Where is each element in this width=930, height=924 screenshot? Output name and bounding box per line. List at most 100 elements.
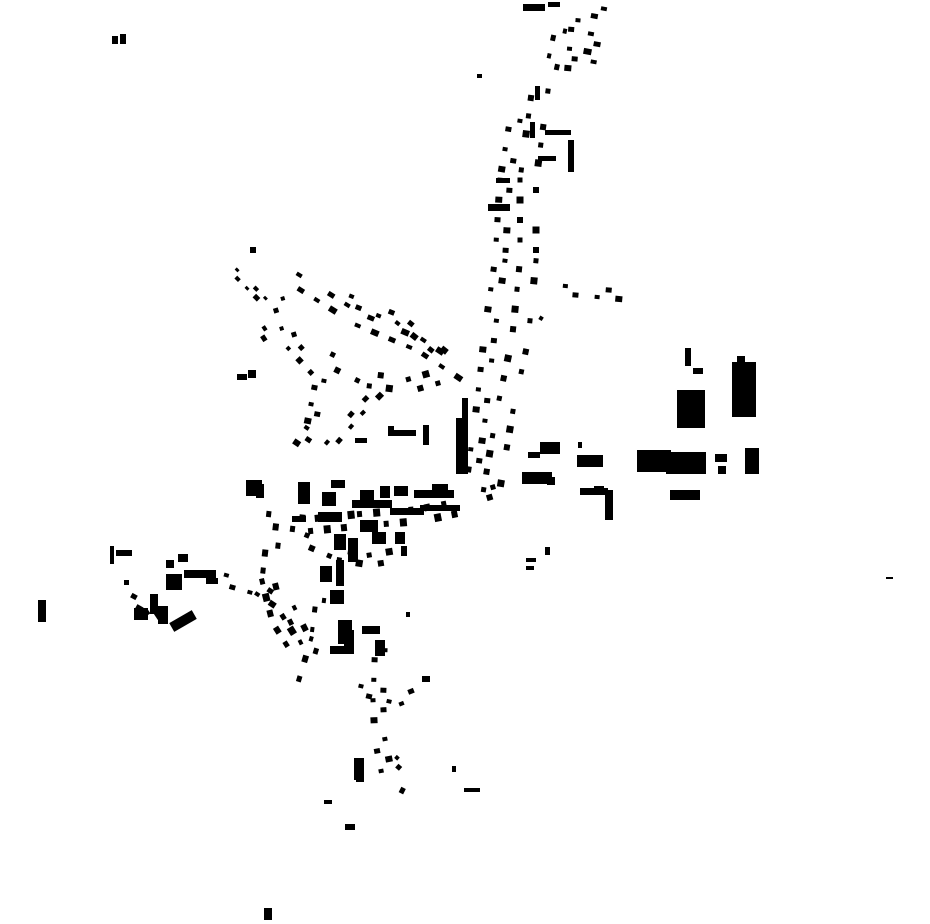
- building: [886, 577, 893, 579]
- building: [522, 348, 530, 356]
- building: [490, 266, 497, 273]
- building: [503, 354, 513, 363]
- building: [285, 345, 292, 352]
- building: [387, 308, 396, 316]
- building: [498, 277, 506, 285]
- building: [485, 493, 494, 502]
- building: [261, 592, 271, 603]
- building: [250, 247, 256, 253]
- building: [572, 292, 579, 298]
- building: [496, 178, 510, 183]
- building: [355, 438, 367, 443]
- building: [533, 187, 539, 193]
- building: [526, 566, 534, 570]
- building: [502, 146, 508, 152]
- building: [577, 455, 603, 467]
- building: [590, 12, 599, 20]
- building: [262, 295, 268, 301]
- building: [266, 609, 274, 618]
- building: [547, 477, 555, 485]
- building: [409, 331, 419, 341]
- building: [525, 113, 532, 119]
- building: [369, 328, 380, 337]
- building: [200, 570, 216, 578]
- building: [358, 683, 364, 689]
- building: [361, 394, 370, 403]
- building: [375, 640, 385, 656]
- building: [388, 430, 416, 436]
- building: [260, 334, 268, 343]
- building: [272, 582, 280, 591]
- building: [234, 267, 240, 273]
- building: [120, 34, 126, 44]
- building: [237, 374, 247, 380]
- building: [546, 53, 552, 59]
- building: [615, 295, 623, 303]
- building: [567, 26, 575, 33]
- building: [261, 325, 268, 332]
- building: [292, 438, 302, 448]
- building: [244, 285, 250, 291]
- building: [150, 594, 158, 614]
- building: [264, 908, 272, 920]
- building: [468, 446, 474, 452]
- building: [433, 512, 443, 523]
- building: [406, 319, 415, 328]
- building: [38, 600, 46, 622]
- building: [514, 286, 520, 292]
- building: [307, 544, 316, 553]
- building: [439, 345, 449, 355]
- building: [472, 406, 480, 413]
- building: [500, 374, 508, 382]
- building: [380, 707, 387, 713]
- building: [334, 534, 346, 550]
- building: [408, 506, 414, 513]
- building: [110, 546, 114, 564]
- building: [562, 28, 568, 34]
- building: [371, 657, 378, 663]
- building: [505, 425, 514, 434]
- building: [568, 140, 574, 172]
- building: [330, 646, 354, 654]
- building: [666, 452, 706, 474]
- building: [575, 18, 581, 23]
- building: [400, 328, 411, 337]
- building: [383, 520, 389, 528]
- building: [510, 408, 516, 415]
- building: [252, 293, 261, 302]
- building: [522, 130, 531, 138]
- building: [475, 457, 483, 464]
- building: [497, 165, 506, 173]
- building: [422, 676, 430, 682]
- building: [355, 559, 364, 568]
- building: [545, 88, 551, 94]
- building: [718, 466, 726, 474]
- building: [371, 677, 377, 682]
- building: [298, 482, 310, 504]
- building: [323, 524, 332, 534]
- building: [482, 418, 488, 424]
- building: [502, 247, 509, 253]
- building: [386, 698, 392, 704]
- building: [286, 618, 295, 627]
- building: [310, 384, 318, 391]
- building: [578, 442, 582, 448]
- building: [366, 383, 373, 389]
- building: [440, 500, 447, 508]
- building: [322, 492, 336, 506]
- building: [532, 226, 540, 234]
- building: [312, 647, 320, 655]
- building: [477, 74, 482, 78]
- building: [553, 63, 560, 71]
- building: [370, 698, 376, 703]
- building: [303, 532, 311, 539]
- building: [550, 34, 557, 42]
- building: [380, 687, 387, 693]
- building: [670, 490, 700, 500]
- building: [485, 449, 494, 458]
- building: [297, 344, 305, 352]
- building: [423, 503, 431, 512]
- building: [421, 369, 431, 379]
- building: [234, 275, 241, 283]
